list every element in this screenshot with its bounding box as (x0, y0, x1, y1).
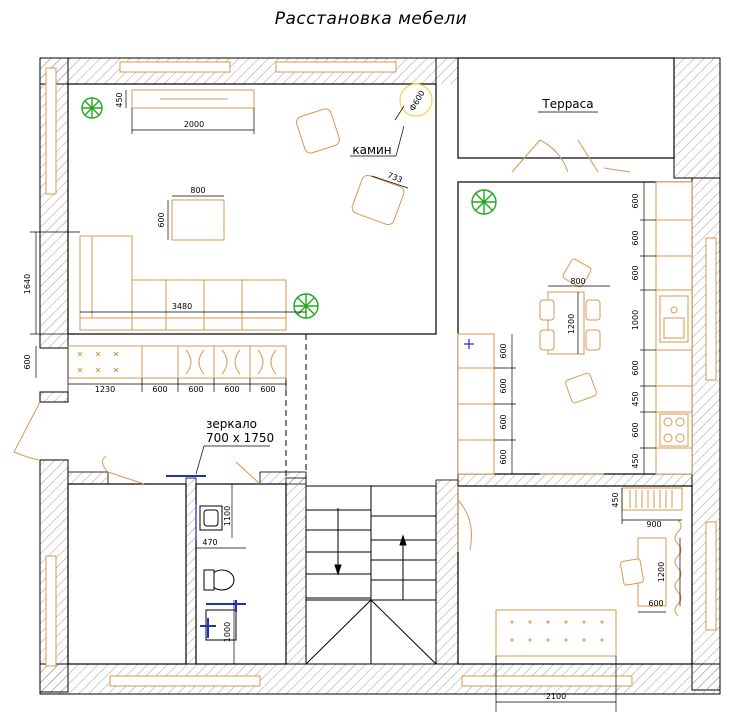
dim-600: 600 (224, 385, 239, 394)
zone-lines (285, 214, 437, 478)
dim-1230: 1230 (95, 385, 115, 394)
desk (637, 537, 667, 607)
dim-1200: 1200 (657, 562, 666, 582)
dim-2100: 2100 (546, 692, 566, 701)
kitchen (457, 181, 693, 475)
dim-600: 600 (499, 343, 508, 358)
dim-600: 600 (157, 212, 166, 227)
dim-450: 450 (611, 492, 620, 507)
dim-600: 600 (499, 378, 508, 393)
dim-800: 800 (190, 186, 205, 195)
dim-800: 800 (570, 277, 585, 286)
chair (620, 558, 644, 586)
fireplace (399, 83, 433, 117)
cabinet-marks (77, 349, 277, 375)
dim-600: 600 (648, 599, 663, 608)
dim-600: 600 (631, 193, 640, 208)
bathroom-plumbing (166, 475, 246, 638)
coffee-table (171, 199, 225, 241)
dim-1640: 1640 (23, 274, 32, 294)
bed (495, 609, 617, 657)
dim-900: 900 (646, 520, 661, 529)
dim-600: 600 (152, 385, 167, 394)
mirror-size: 700 х 1750 (206, 431, 274, 445)
dim-450: 450 (631, 453, 640, 468)
dimension-lines (30, 90, 682, 712)
dim-3480: 3480 (172, 302, 192, 311)
cabinet-row (67, 345, 287, 379)
dim-600: 600 (631, 422, 640, 437)
dim-1000: 1000 (631, 310, 640, 330)
cooktop (659, 413, 689, 447)
dim-600: 600 (631, 265, 640, 280)
radiator (621, 487, 683, 511)
dim-2000: 2000 (184, 120, 204, 129)
dim-1000: 1000 (223, 622, 232, 642)
fireplace-label: камин (352, 143, 391, 157)
plant-icon (81, 97, 103, 119)
curtain (674, 519, 682, 617)
page-title: Расстановка мебели (275, 9, 467, 29)
dim-600: 600 (499, 449, 508, 464)
kitchen-plus-mark (464, 339, 474, 349)
armchair (296, 108, 340, 154)
dim-470: 470 (202, 538, 217, 547)
dim-450: 450 (631, 391, 640, 406)
terrace-label: Терраса (541, 97, 593, 111)
living-room (79, 83, 433, 331)
dim-600: 600 (23, 354, 32, 369)
dim-600: 600 (499, 414, 508, 429)
dim-450: 450 (115, 92, 124, 107)
staircase (305, 485, 437, 665)
plant-icon (471, 189, 497, 215)
dim-600: 600 (631, 230, 640, 245)
bedroom (495, 487, 683, 657)
plant-icon (293, 293, 319, 319)
mirror-label: зеркало (206, 417, 257, 431)
dim-600: 600 (631, 360, 640, 375)
windows (45, 61, 717, 687)
armchair (351, 174, 405, 226)
dim-1100: 1100 (223, 506, 232, 526)
bathroom (199, 505, 237, 641)
plants (81, 97, 497, 319)
dim-600: 600 (260, 385, 275, 394)
doors (13, 139, 631, 552)
dim-600: 600 (188, 385, 203, 394)
dim-1200: 1200 (567, 314, 576, 334)
